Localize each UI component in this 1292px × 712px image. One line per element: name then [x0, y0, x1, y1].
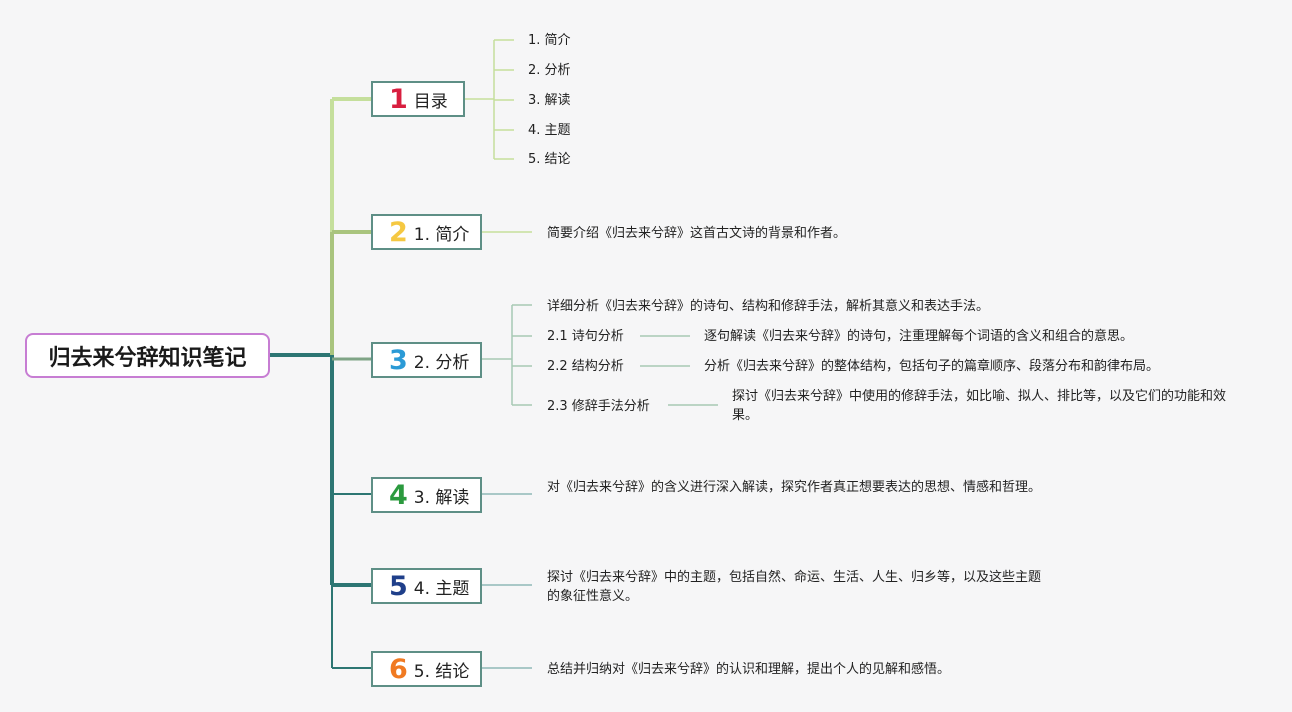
toc-item-analysis[interactable]: 2. 分析	[528, 63, 571, 78]
branch-label: 目录	[413, 91, 448, 112]
analysis-description[interactable]: 详细分析《归去来兮辞》的诗句、结构和修辞手法，解析其意义和表达手法。	[547, 299, 990, 314]
toc-item-intro[interactable]: 1. 简介	[528, 33, 571, 48]
interpretation-description[interactable]: 对《归去来兮辞》的含义进行深入解读，探究作者真正想要表达的思想、情感和哲理。	[547, 480, 1042, 495]
sub-topic-structure-analysis[interactable]: 2.2 结构分析	[547, 359, 624, 374]
branch-toc[interactable]: 1 目录	[371, 81, 465, 117]
root-title: 归去来兮辞知识笔记	[48, 345, 247, 371]
toc-item-conclusion[interactable]: 5. 结论	[528, 152, 571, 167]
branch-analysis[interactable]: 3 2. 分析	[371, 342, 482, 378]
sub-topic-verse-analysis[interactable]: 2.1 诗句分析	[547, 329, 624, 344]
branch-number-badge: 5	[389, 570, 408, 602]
branch-conclusion[interactable]: 6 5. 结论	[371, 651, 482, 687]
verse-analysis-description[interactable]: 逐句解读《归去来兮辞》的诗句，注重理解每个词语的含义和组合的意思。	[704, 329, 1134, 344]
branch-interpretation[interactable]: 4 3. 解读	[371, 477, 482, 513]
branch-label: 4. 主题	[413, 578, 470, 599]
branch-number-badge: 6	[389, 653, 408, 685]
branch-number-badge: 3	[389, 344, 408, 376]
rhetoric-analysis-description[interactable]: 探讨《归去来兮辞》中使用的修辞手法，如比喻、拟人、排比等，以及它们的功能和效果。	[732, 389, 1227, 423]
branch-intro[interactable]: 2 1. 简介	[371, 214, 482, 250]
branch-label: 5. 结论	[413, 661, 470, 682]
toc-item-interpretation[interactable]: 3. 解读	[528, 93, 571, 108]
branch-number-badge: 1	[389, 83, 408, 115]
conclusion-description[interactable]: 总结并归纳对《归去来兮辞》的认识和理解，提出个人的见解和感悟。	[547, 662, 951, 677]
intro-description[interactable]: 简要介绍《归去来兮辞》这首古文诗的背景和作者。	[547, 226, 847, 241]
toc-item-theme[interactable]: 4. 主题	[528, 123, 571, 138]
branch-label: 1. 简介	[413, 224, 470, 245]
branch-label: 3. 解读	[413, 487, 470, 508]
theme-description[interactable]: 探讨《归去来兮辞》中的主题，包括自然、命运、生活、人生、归乡等，以及这些主题的象…	[547, 570, 1042, 604]
branch-label: 2. 分析	[413, 352, 470, 373]
branch-number-badge: 4	[389, 479, 408, 511]
branch-number-badge: 2	[389, 216, 408, 248]
root-topic[interactable]: 归去来兮辞知识笔记	[25, 333, 270, 378]
sub-topic-rhetoric-analysis[interactable]: 2.3 修辞手法分析	[547, 399, 650, 414]
branch-theme[interactable]: 5 4. 主题	[371, 568, 482, 604]
structure-analysis-description[interactable]: 分析《归去来兮辞》的整体结构，包括句子的篇章顺序、段落分布和韵律布局。	[704, 359, 1160, 374]
